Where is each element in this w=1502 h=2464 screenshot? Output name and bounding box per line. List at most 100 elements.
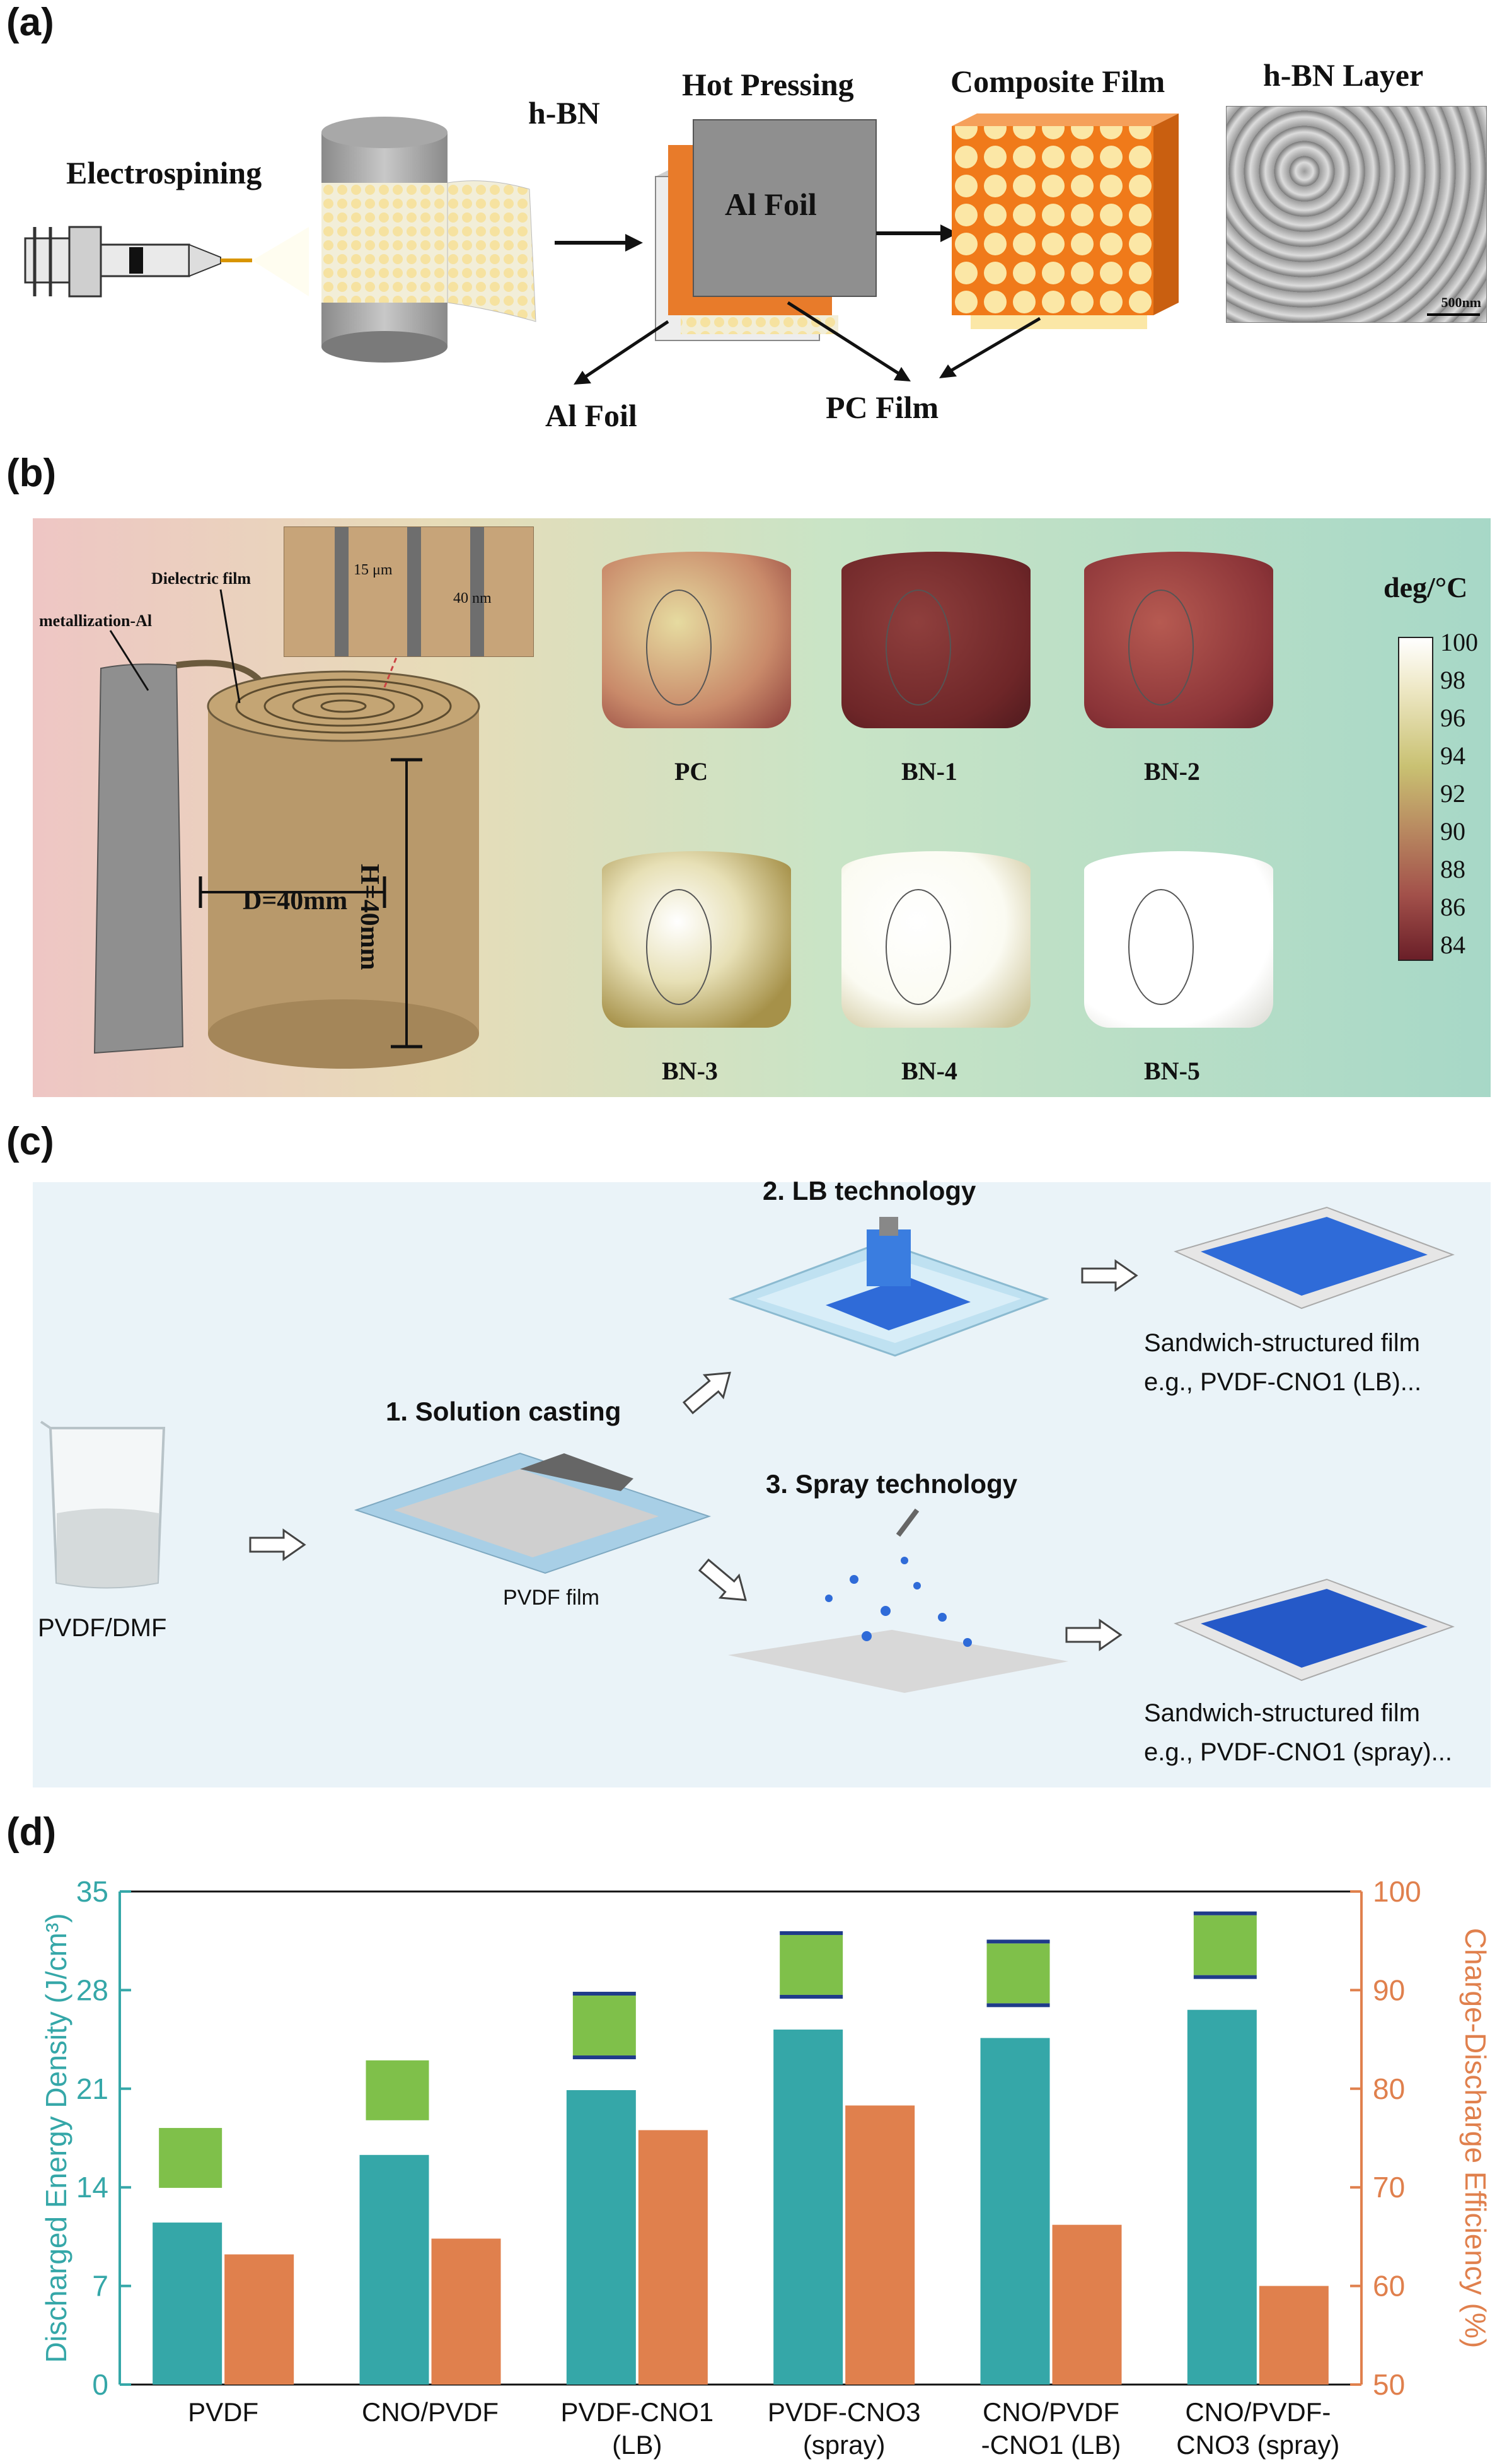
bar-efficiency: [431, 2238, 501, 2385]
thermal-sim-bn2: [1084, 539, 1273, 738]
x-tick-label: (spray): [803, 2430, 886, 2460]
hbn-label: h-BN: [528, 95, 600, 131]
y-left-tick-label: 14: [76, 2171, 108, 2204]
sample-label: BN-4: [901, 1057, 957, 1085]
beaker-icon: [40, 1421, 166, 1589]
diameter-label: D=40mm: [243, 886, 348, 915]
film-electrode-icon: [986, 1939, 1050, 1944]
film-structure-icon: [1193, 1915, 1257, 1975]
bar-energy-density: [153, 2223, 222, 2385]
bar-energy-density: [773, 2029, 843, 2385]
lb-result-film: [1174, 1206, 1455, 1310]
x-tick-label: PVDF-CNO1: [560, 2397, 713, 2427]
hot-pressing-stack: [655, 119, 877, 341]
sample-label: BN-1: [901, 757, 957, 786]
wound-capacitor-drawing: [93, 624, 480, 1069]
film-electrode-icon: [986, 2003, 1050, 2008]
inset-thickness-label: 15 μm: [354, 562, 393, 578]
x-tick-label: PVDF: [188, 2397, 258, 2427]
composite-film-square: [952, 113, 1179, 329]
thermal-sim-bn1: [841, 539, 1031, 738]
bar-efficiency: [224, 2254, 294, 2385]
colorbar-tick: 88: [1440, 855, 1465, 883]
sample-label: BN-3: [662, 1057, 718, 1085]
hollow-arrow-icon: [682, 1371, 731, 1415]
hollow-arrow-icon: [249, 1528, 306, 1561]
y-right-tick-label: 90: [1373, 1973, 1405, 2006]
y-left-tick-label: 21: [76, 2072, 108, 2105]
y-left-tick-label: 28: [76, 1973, 108, 2006]
step2-label: 2. LB technology: [763, 1176, 976, 1206]
scale-bar-label: 500nm: [1441, 294, 1481, 310]
x-tick-label: (LB): [612, 2430, 662, 2460]
step3-label: 3. Spray technology: [766, 1469, 1018, 1499]
y-right-tick-label: 100: [1373, 1875, 1421, 1908]
arrow-right-icon: [555, 234, 643, 252]
y-right-tick-label: 70: [1373, 2171, 1405, 2204]
x-tick-label: PVDF-CNO3: [768, 2397, 921, 2427]
electrospinning-syringe-icon: [24, 226, 309, 298]
colorbar-tick: 94: [1440, 741, 1465, 770]
height-label: H=40mm: [355, 864, 384, 970]
scale-bar: [1427, 313, 1480, 316]
hollow-arrow-icon: [1081, 1259, 1138, 1292]
thermal-sim-bn4: [841, 839, 1031, 1037]
lb-trough-drawing: [728, 1217, 1049, 1357]
solution-casting-drawing: [354, 1452, 712, 1574]
sample-label: BN-2: [1144, 757, 1200, 786]
film-structure-icon: [366, 2060, 429, 2120]
y-left-tick-label: 0: [92, 2368, 108, 2401]
panel-d-label: (d): [6, 1810, 57, 1854]
thermal-sim-bn5: [1084, 839, 1273, 1037]
film-structure-icon: [780, 1934, 843, 1995]
inset-gap-label: 40 nm: [453, 590, 492, 607]
result-lb-line2: e.g., PVDF-CNO1 (LB)...: [1144, 1368, 1422, 1396]
bar-efficiency: [1259, 2286, 1329, 2385]
panel-c-label: (c): [6, 1120, 54, 1163]
thermal-sim-pc: [602, 539, 791, 738]
bar-energy-density: [359, 2154, 429, 2385]
x-tick-label: CNO/PVDF: [362, 2397, 499, 2427]
y-right-tick-label: 60: [1373, 2270, 1405, 2303]
film-electrode-icon: [1193, 1911, 1257, 1915]
x-tick-label: CNO/PVDF-: [1185, 2397, 1331, 2427]
colorbar-ticks: 100 98 96 94 92 90 88 86 84: [1440, 627, 1491, 968]
panel-a-label: (a): [6, 1, 54, 44]
al-foil-center-label: Al Foil: [725, 187, 817, 222]
beaker-label: PVDF/DMF: [38, 1614, 167, 1642]
bar-efficiency: [1052, 2224, 1122, 2385]
hollow-arrow-icon: [698, 1558, 747, 1601]
dielectric-film-label: Dielectric film: [151, 569, 251, 588]
colorbar-tick: 96: [1440, 704, 1465, 732]
bar-efficiency: [638, 2130, 708, 2385]
y-right-tick-label: 80: [1373, 2072, 1405, 2105]
colorbar-tick: 98: [1440, 666, 1465, 694]
thermal-sim-bn3: [602, 839, 791, 1037]
inset-cross-section: 15 μm 40 nm: [284, 526, 534, 657]
colorbar: [1398, 637, 1433, 961]
colorbar-tick: 100: [1440, 628, 1478, 656]
arrow-right-icon: [876, 224, 958, 242]
film-electrode-icon: [572, 1992, 636, 1996]
spray-result-film: [1174, 1578, 1455, 1682]
colorbar-tick: 86: [1440, 893, 1465, 921]
film-electrode-icon: [780, 1931, 843, 1935]
dielectric-film-pointer: [219, 589, 241, 704]
composite-film-label: Composite Film: [950, 64, 1165, 99]
bar-energy-density: [980, 2038, 1050, 2385]
bar-energy-density: [566, 2090, 636, 2385]
hbn-layer-label: h-BN Layer: [1263, 57, 1424, 93]
y-left-tick-label: 7: [92, 2270, 108, 2303]
step1-label: 1. Solution casting: [386, 1397, 621, 1426]
y-right-axis-label: Charge-Discharge Efficiency (%): [1459, 1928, 1492, 2348]
sample-label: PC: [674, 757, 708, 786]
result-spray-line1: Sandwich-structured film: [1144, 1699, 1420, 1727]
x-tick-label: -CNO1 (LB): [981, 2430, 1121, 2460]
colorbar-tick: 90: [1440, 817, 1465, 846]
electrospinning-label: Electrospining: [66, 155, 262, 190]
pointer-lines: [574, 301, 1041, 385]
sem-image: 500nm: [1226, 106, 1487, 323]
hollow-arrow-icon: [1065, 1618, 1123, 1651]
film-electrode-icon: [572, 2055, 636, 2060]
pvdf-film-label: PVDF film: [503, 1586, 599, 1610]
